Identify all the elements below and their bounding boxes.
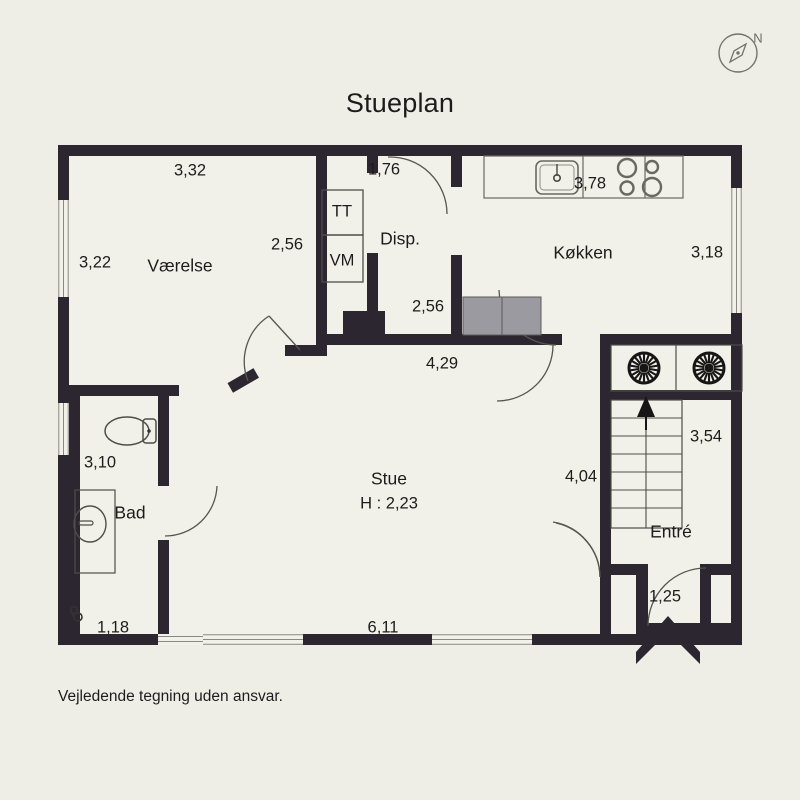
kitchen-sink-icon [535,160,579,195]
toilet-icon [104,416,157,446]
dimension-kokken-right: 3,18 [690,243,724,262]
window-left-upper [58,200,69,297]
window-right [731,188,742,313]
dimension-mid-bottom: 4,29 [425,354,459,373]
cooktop-icon [616,157,663,198]
window-bottom-right [432,634,532,645]
room-label-bad: Bad [114,502,146,523]
dimension-disp-top: 1,76 [367,160,401,179]
window-left-lower [58,403,69,455]
north-label: N [753,30,763,46]
dimension-disp-bottom: 2,56 [411,297,445,316]
room-label-vaerelse: Værelse [147,255,213,276]
dimension-vaerelse-right: 2,56 [270,235,304,254]
dimension-entry-door: 1,25 [648,587,682,606]
north-compass [718,33,758,73]
stue-height-label: H : 2,23 [360,494,418,513]
room-label-kokken: Køkken [553,242,613,263]
page-title: Stueplan [345,88,455,118]
dimension-bad-height: 3,10 [83,453,117,472]
floor-drain-icon [69,605,83,622]
dimension-vaerelse-width: 3,32 [173,161,207,180]
dimension-bad-width: 1,18 [96,618,130,637]
room-label-stue: Stue [371,468,407,489]
window-bottom-bad [158,634,203,645]
entry-arrow-icon [636,616,700,664]
dimension-entre-right: 3,54 [689,427,723,446]
kitchen-cabinet-icon [462,296,542,336]
staircase-icon [610,396,683,529]
fan-row [610,344,743,392]
window-bottom-left [203,634,303,645]
appliance-label-vm: VM [329,251,355,270]
appliance-label-tt: TT [331,202,353,221]
dimension-kokken-top: 3,78 [573,174,607,193]
room-label-entre: Entré [650,521,692,542]
dimension-stue-right: 4,04 [564,467,598,486]
dimension-stue-bottom: 6,11 [367,618,399,637]
disclaimer-text: Vejledende tegning uden ansvar. [58,688,283,705]
laundry-closet [321,189,364,283]
dimension-vaerelse-height: 3,22 [78,253,112,272]
room-label-disp: Disp. [380,228,420,249]
sink-icon [73,489,116,574]
windows [58,188,742,645]
